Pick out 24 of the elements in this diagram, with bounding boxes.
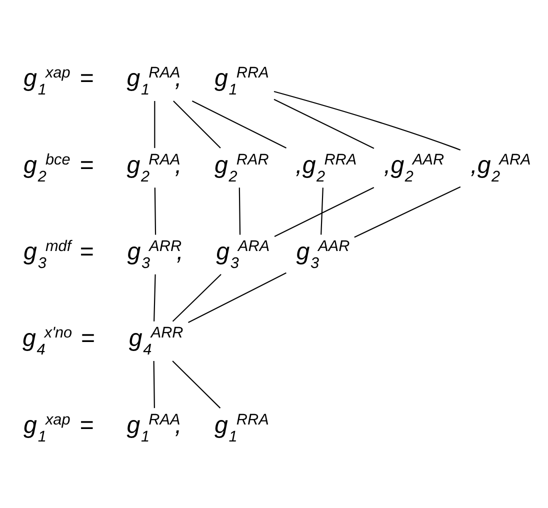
label: g$_{1}$$^{xap}$ = [24, 64, 94, 98]
connector [154, 187, 156, 234]
connector [154, 100, 156, 148]
connector [188, 272, 286, 322]
connector [153, 360, 155, 408]
connector [274, 90, 461, 150]
node-text: g$_{1}$$^{RAA}$, [126, 64, 182, 98]
connector [173, 100, 221, 148]
label: g$_{1}$$^{xap}$ = [24, 410, 94, 445]
node-text: g$_{1}$$^{RAA}$, [126, 410, 182, 445]
connector [274, 98, 374, 148]
connector [354, 186, 461, 238]
connector [320, 187, 324, 234]
node-text: g$_{3}$$^{ARR}$, [127, 238, 184, 272]
connector [192, 100, 286, 148]
node-text: g$_{2}$$^{RAA}$, [126, 150, 182, 185]
connector [274, 186, 374, 236]
connector [238, 187, 241, 234]
connector [154, 274, 156, 321]
connector [172, 360, 221, 408]
label: g$_{3}$$^{mdf}$ = [24, 238, 94, 272]
connector [172, 273, 222, 322]
label: g$_{4}$$^{x'no}$ = [22, 324, 95, 358]
label: g$_{2}$$^{bce}$ = [24, 150, 94, 185]
